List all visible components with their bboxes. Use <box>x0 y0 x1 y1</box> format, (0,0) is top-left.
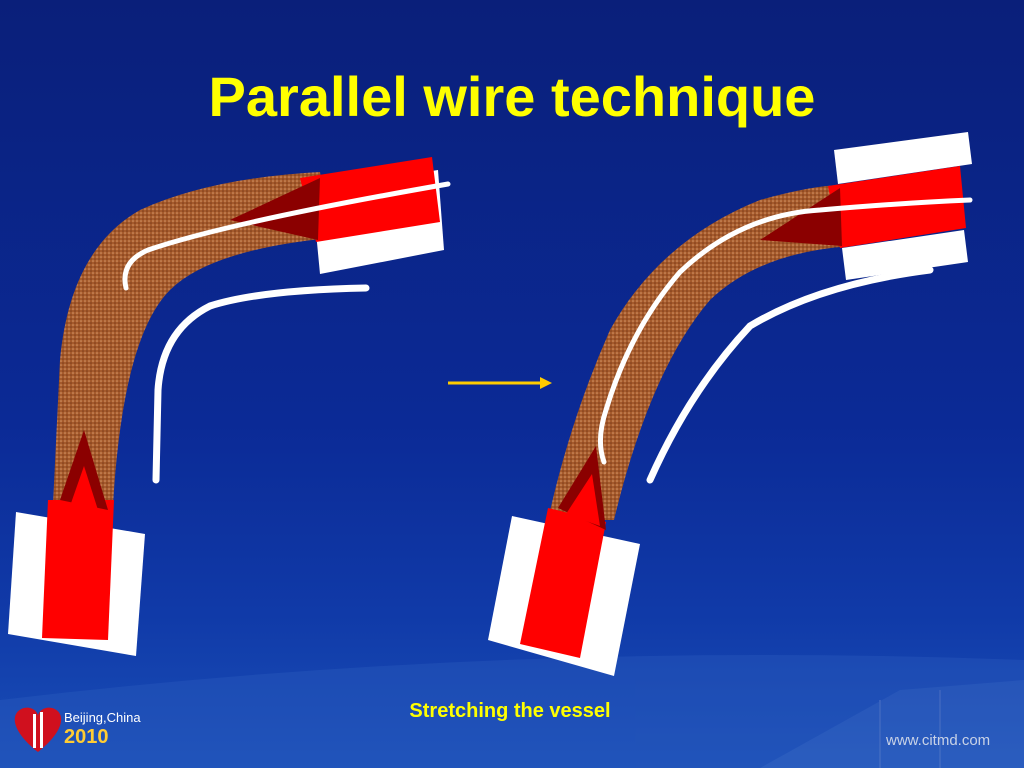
bridge-background <box>0 655 1024 768</box>
vessel-after-top-sleeve-lower <box>842 230 968 280</box>
event-year: 2010 <box>64 726 109 748</box>
wire-before-inside <box>122 181 451 291</box>
wire-after-parallel <box>646 266 934 484</box>
slide-title: Parallel wire technique <box>208 65 816 128</box>
vessel-before-body <box>52 172 330 525</box>
vessel-after-top-stump <box>828 166 966 248</box>
vessel-before-bottom-tip-inner <box>70 466 98 510</box>
website-url: www.citmd.com <box>886 732 991 749</box>
right-arrow-icon <box>448 377 552 389</box>
vessel-before-bottom-stump <box>42 500 114 640</box>
slide-caption: Stretching the vessel <box>409 700 611 722</box>
heart-logo-icon <box>14 707 62 752</box>
vessel-after-bottom-tip-inner <box>566 474 600 526</box>
event-city: Beijing,China <box>64 710 141 725</box>
vessel-after-bottom-stump <box>520 508 606 658</box>
wire-after-inside <box>598 197 973 465</box>
vessel-after-top-sleeve-upper <box>834 132 972 184</box>
vessel-after-top-tip <box>760 188 842 246</box>
vessel-after <box>488 132 973 676</box>
vessel-after-body <box>548 185 852 520</box>
wire-before-parallel <box>152 284 370 484</box>
vessel-before <box>8 157 451 656</box>
